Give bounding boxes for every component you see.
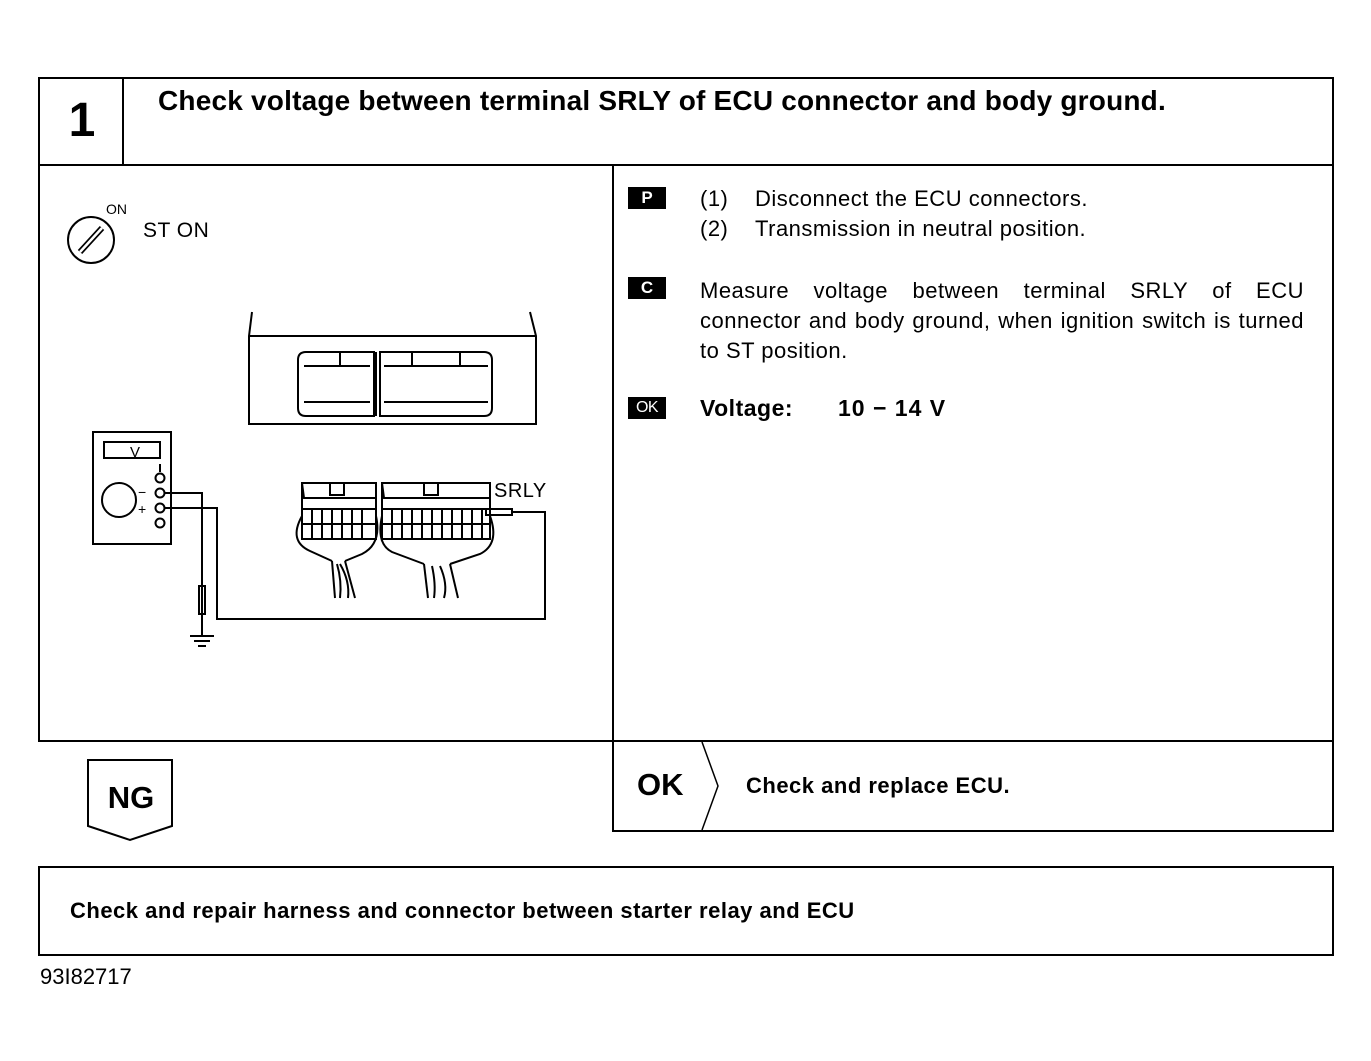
ecu-unit (248, 311, 537, 425)
test-leads (164, 492, 546, 647)
header-divider (122, 77, 124, 166)
prep-step-2-num: (2) (700, 216, 729, 241)
meter-plus-label: + (138, 501, 146, 517)
check-badge: C (628, 277, 666, 299)
check-instruction: Measure voltage between terminal SRLY of… (700, 278, 1304, 363)
terminal-label: SRLY (494, 480, 547, 502)
ok-arrow-divider (701, 742, 719, 830)
prep-step-2-text: Transmission in neutral position. (755, 216, 1087, 241)
instruction-panel (612, 164, 1334, 742)
voltmeter (92, 431, 172, 545)
ng-action: Check and repair harness and connector b… (70, 898, 855, 923)
ignition-key-icon (67, 216, 115, 264)
meter-minus-label: − (138, 484, 146, 500)
spec-badge: OK (628, 397, 666, 419)
ok-result-box (612, 740, 1334, 832)
meter-unit-label: V (130, 444, 140, 461)
document-id: 93I82717 (40, 964, 132, 989)
step-title: Check voltage between terminal SRLY of E… (158, 85, 1166, 116)
preparation-badge: P (628, 187, 666, 209)
ng-arrow-tag (87, 759, 173, 842)
spec-value: 10 − 14 V (838, 395, 947, 421)
ignition-on-label: ON (106, 201, 127, 217)
prep-step-1-text: Disconnect the ECU connectors. (755, 186, 1088, 211)
step-number: 1 (68, 94, 96, 147)
ok-label: OK (637, 767, 684, 802)
ecu-harness-connectors (295, 482, 495, 599)
ng-label: NG (107, 780, 155, 815)
prep-step-1-num: (1) (700, 186, 729, 211)
ignition-position-label: ST ON (143, 219, 210, 242)
ng-action-box (38, 866, 1334, 956)
wiring-illustration: V − + (67, 216, 546, 647)
ok-action: Check and replace ECU. (746, 773, 1011, 798)
spec-label: Voltage: (700, 395, 794, 421)
